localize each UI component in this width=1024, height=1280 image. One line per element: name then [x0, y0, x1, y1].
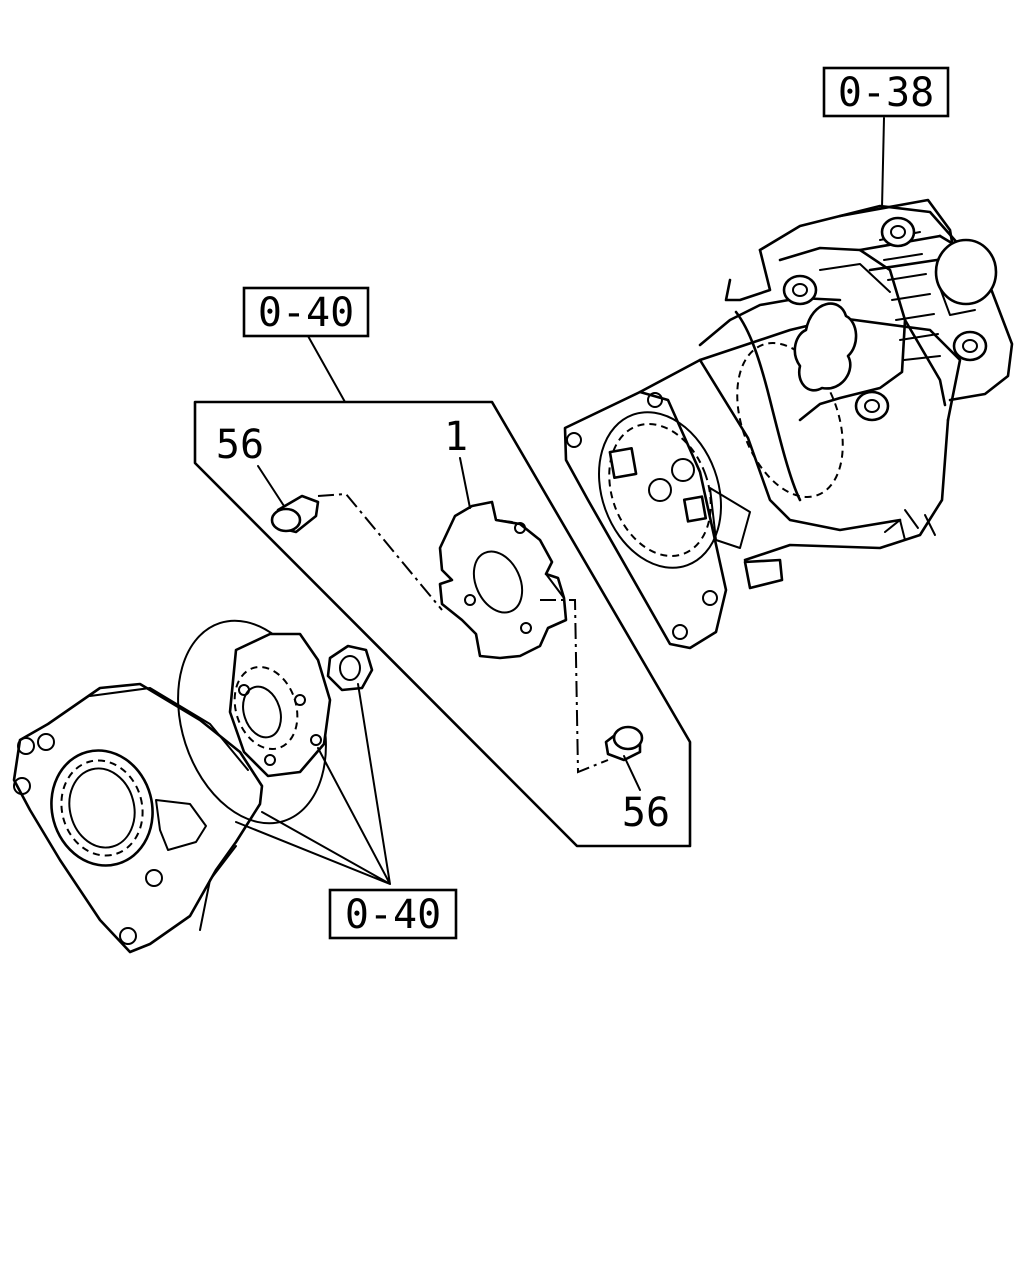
callout-0-40-center[interactable]: 0-40: [242, 286, 370, 338]
leaders-0-40-bottom: [235, 683, 391, 885]
svg-text:0-40: 0-40: [258, 290, 354, 336]
svg-text:0-38: 0-38: [838, 70, 934, 116]
bolt-lower: [604, 725, 644, 762]
label-bolt-upper[interactable]: 56: [216, 422, 264, 468]
phantom-line-lower: [540, 599, 609, 774]
drive-housing: [12, 682, 264, 954]
kit-boundary: [193, 400, 692, 848]
leader-0-38: [881, 117, 885, 209]
label-part-1[interactable]: 1: [444, 414, 468, 460]
head-bolts: [782, 216, 988, 422]
callout-0-40-bottom[interactable]: 0-40: [328, 888, 458, 940]
phantom-line-upper: [317, 492, 443, 611]
svg-text:0-40: 0-40: [345, 892, 441, 938]
leader-part-1: [459, 457, 471, 509]
drive-hub: [228, 632, 332, 778]
bolt-upper: [270, 494, 320, 534]
label-bolt-lower[interactable]: 56: [622, 790, 670, 836]
leader-bolt-upper: [257, 465, 285, 507]
leader-0-40-center: [307, 335, 346, 403]
injection-pump: [563, 198, 1014, 650]
callout-0-38[interactable]: 0-38: [822, 66, 950, 118]
hub-nut: [326, 644, 374, 692]
coupling-disc: [438, 500, 568, 660]
leader-bolt-lower: [623, 755, 641, 791]
